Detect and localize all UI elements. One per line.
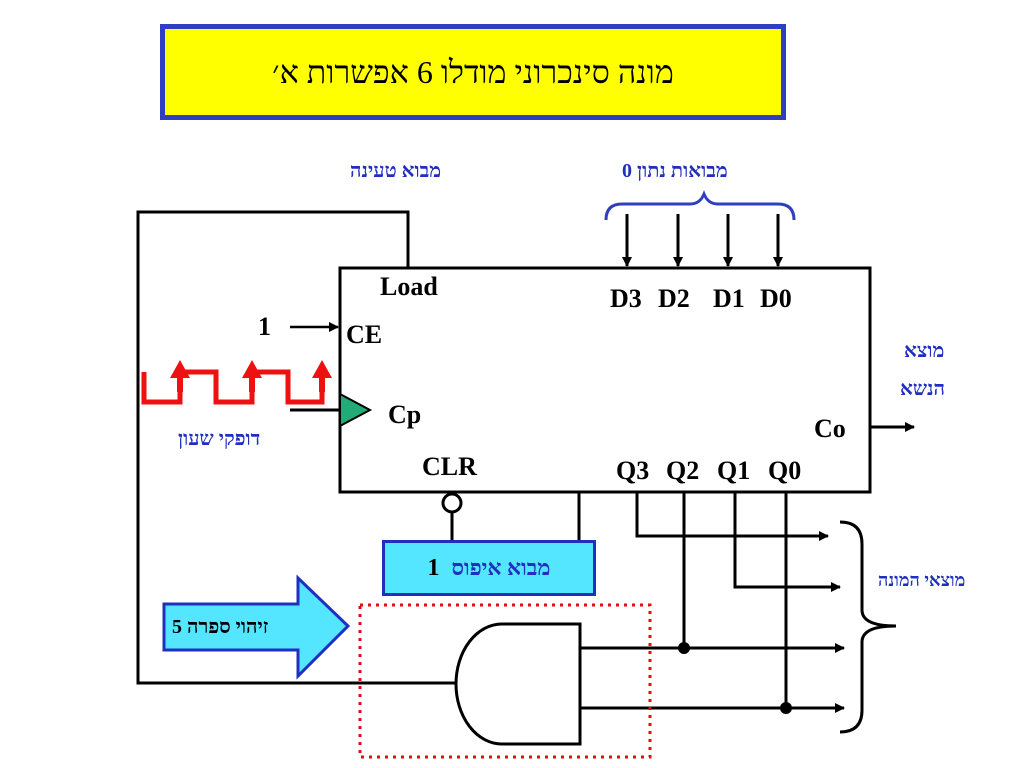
pin-co: Co bbox=[814, 414, 846, 443]
q1-output-wire bbox=[733, 492, 841, 592]
clock-pulses-label: דופקי שעון bbox=[178, 428, 261, 450]
title-banner: מונה סינכרוני מודלו 6 אפשרות א׳ bbox=[160, 24, 786, 120]
pin-d0: D0 bbox=[760, 284, 792, 313]
q2-output-wire bbox=[682, 492, 845, 653]
junction-q0 bbox=[780, 702, 792, 714]
outputs-brace bbox=[839, 520, 897, 734]
reset-input-box: מבוא איפוס 1 bbox=[382, 540, 596, 596]
clr-bubble bbox=[441, 492, 463, 514]
pin-clr: CLR bbox=[422, 452, 477, 481]
detector-dotted-box bbox=[358, 603, 652, 759]
page-title: מונה סינכרוני מודלו 6 אפשרות א׳ bbox=[272, 53, 674, 90]
pin-d3: D3 bbox=[610, 284, 642, 313]
pin-load: Load bbox=[380, 272, 438, 301]
reset-value: 1 bbox=[427, 554, 440, 581]
pin-d1: D1 bbox=[713, 284, 745, 313]
pin-d2: D2 bbox=[658, 284, 690, 313]
junction-q2 bbox=[678, 642, 690, 654]
ce-value: 1 bbox=[258, 312, 271, 341]
clock-rising-edge-arrows bbox=[170, 360, 332, 392]
counter-outputs-label: מוצאי המונה bbox=[878, 570, 966, 590]
q3-output-wire bbox=[635, 492, 829, 541]
pin-q0: Q0 bbox=[768, 456, 802, 485]
counter-block bbox=[338, 266, 872, 494]
reset-input-label: מבוא איפוס bbox=[451, 555, 551, 580]
pin-q1: Q1 bbox=[717, 456, 751, 485]
and-gate bbox=[454, 622, 582, 746]
detect-five-label: זיהוי ספרה 5 bbox=[172, 616, 269, 638]
pin-q2: Q2 bbox=[666, 456, 700, 485]
load-input-label: מבוא טעינה bbox=[350, 160, 442, 182]
pin-cp: Cp bbox=[388, 400, 422, 429]
pin-ce: CE bbox=[346, 320, 383, 349]
carry-out-label-2: הנשא bbox=[900, 378, 946, 400]
clock-waveform bbox=[141, 369, 325, 405]
data-inputs-label: מבואות נתון 0 bbox=[622, 160, 728, 182]
data-inputs-brace bbox=[604, 189, 796, 221]
q0-output-wire bbox=[784, 492, 845, 713]
detect-five-arrow bbox=[162, 574, 351, 680]
carry-out-label: מוצא bbox=[904, 340, 945, 362]
load-feedback-wire bbox=[136, 210, 452, 685]
pin-q3: Q3 bbox=[616, 456, 650, 485]
clock-input-triangle bbox=[339, 392, 373, 428]
